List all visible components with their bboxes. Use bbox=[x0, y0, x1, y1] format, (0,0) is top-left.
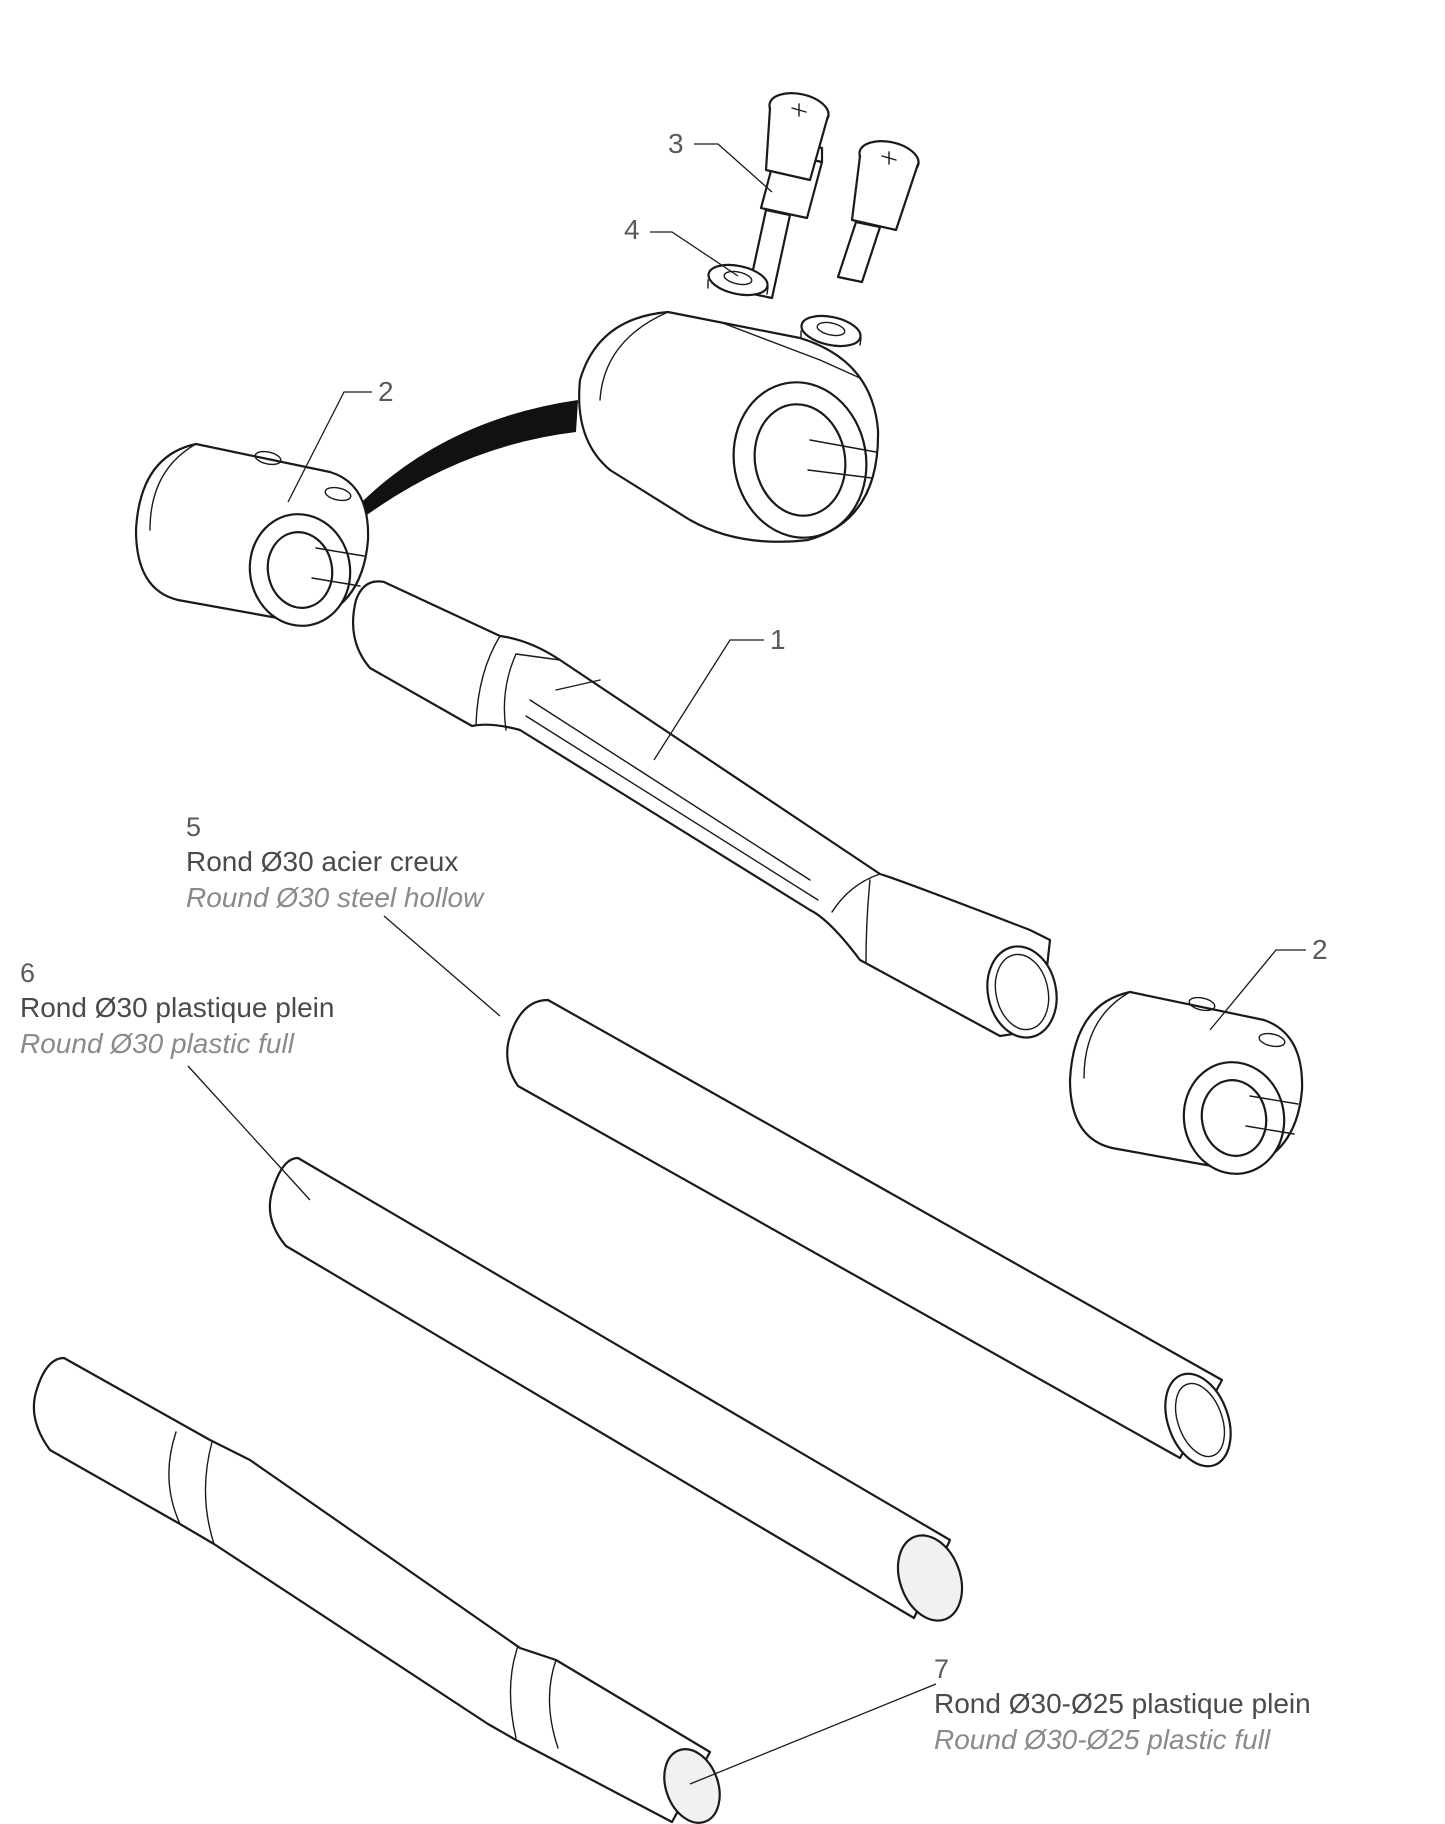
main-bar bbox=[352, 580, 1058, 1039]
label-part-6-english: Round Ø30 plastic full bbox=[20, 1028, 294, 1059]
label-part-5-english: Round Ø30 steel hollow bbox=[186, 882, 484, 913]
clamp-collar-left bbox=[134, 442, 370, 627]
screw-left bbox=[746, 92, 830, 300]
label-part-7-french: Rond Ø30-Ø25 plastique plein bbox=[934, 1688, 1311, 1719]
callout-part-2-right: 2 bbox=[1312, 934, 1328, 965]
label-part-5-number: 5 bbox=[186, 812, 202, 842]
label-part-7-english: Round Ø30-Ø25 plastic full bbox=[934, 1724, 1271, 1755]
label-part-7-number: 7 bbox=[934, 1654, 950, 1684]
label-part-7: 7 Rond Ø30-Ø25 plastique plein Round Ø30… bbox=[934, 1652, 1311, 1758]
label-part-5-french: Rond Ø30 acier creux bbox=[186, 846, 459, 877]
clamp-collar-right bbox=[1068, 990, 1304, 1175]
label-part-6: 6 Rond Ø30 plastique plein Round Ø30 pla… bbox=[20, 956, 334, 1062]
leader-lines bbox=[187, 143, 1306, 1785]
label-part-6-number: 6 bbox=[20, 958, 36, 988]
screw-right bbox=[836, 140, 920, 284]
callout-part-4: 4 bbox=[624, 214, 640, 245]
clamp-collar-large bbox=[578, 310, 880, 543]
callout-part-2-left: 2 bbox=[378, 376, 394, 407]
label-part-5: 5 Rond Ø30 acier creux Round Ø30 steel h… bbox=[186, 810, 483, 916]
callout-part-3: 3 bbox=[668, 128, 684, 159]
rod-steel-hollow bbox=[506, 998, 1232, 1468]
label-part-6-french: Rond Ø30 plastique plein bbox=[20, 992, 335, 1023]
washer-right bbox=[800, 314, 862, 348]
washer-left bbox=[707, 263, 769, 297]
callout-part-1: 1 bbox=[770, 624, 786, 655]
rod-plastic-stepped bbox=[32, 1356, 721, 1824]
detail-arrow bbox=[352, 400, 578, 520]
rod-plastic-full bbox=[268, 1156, 964, 1622]
